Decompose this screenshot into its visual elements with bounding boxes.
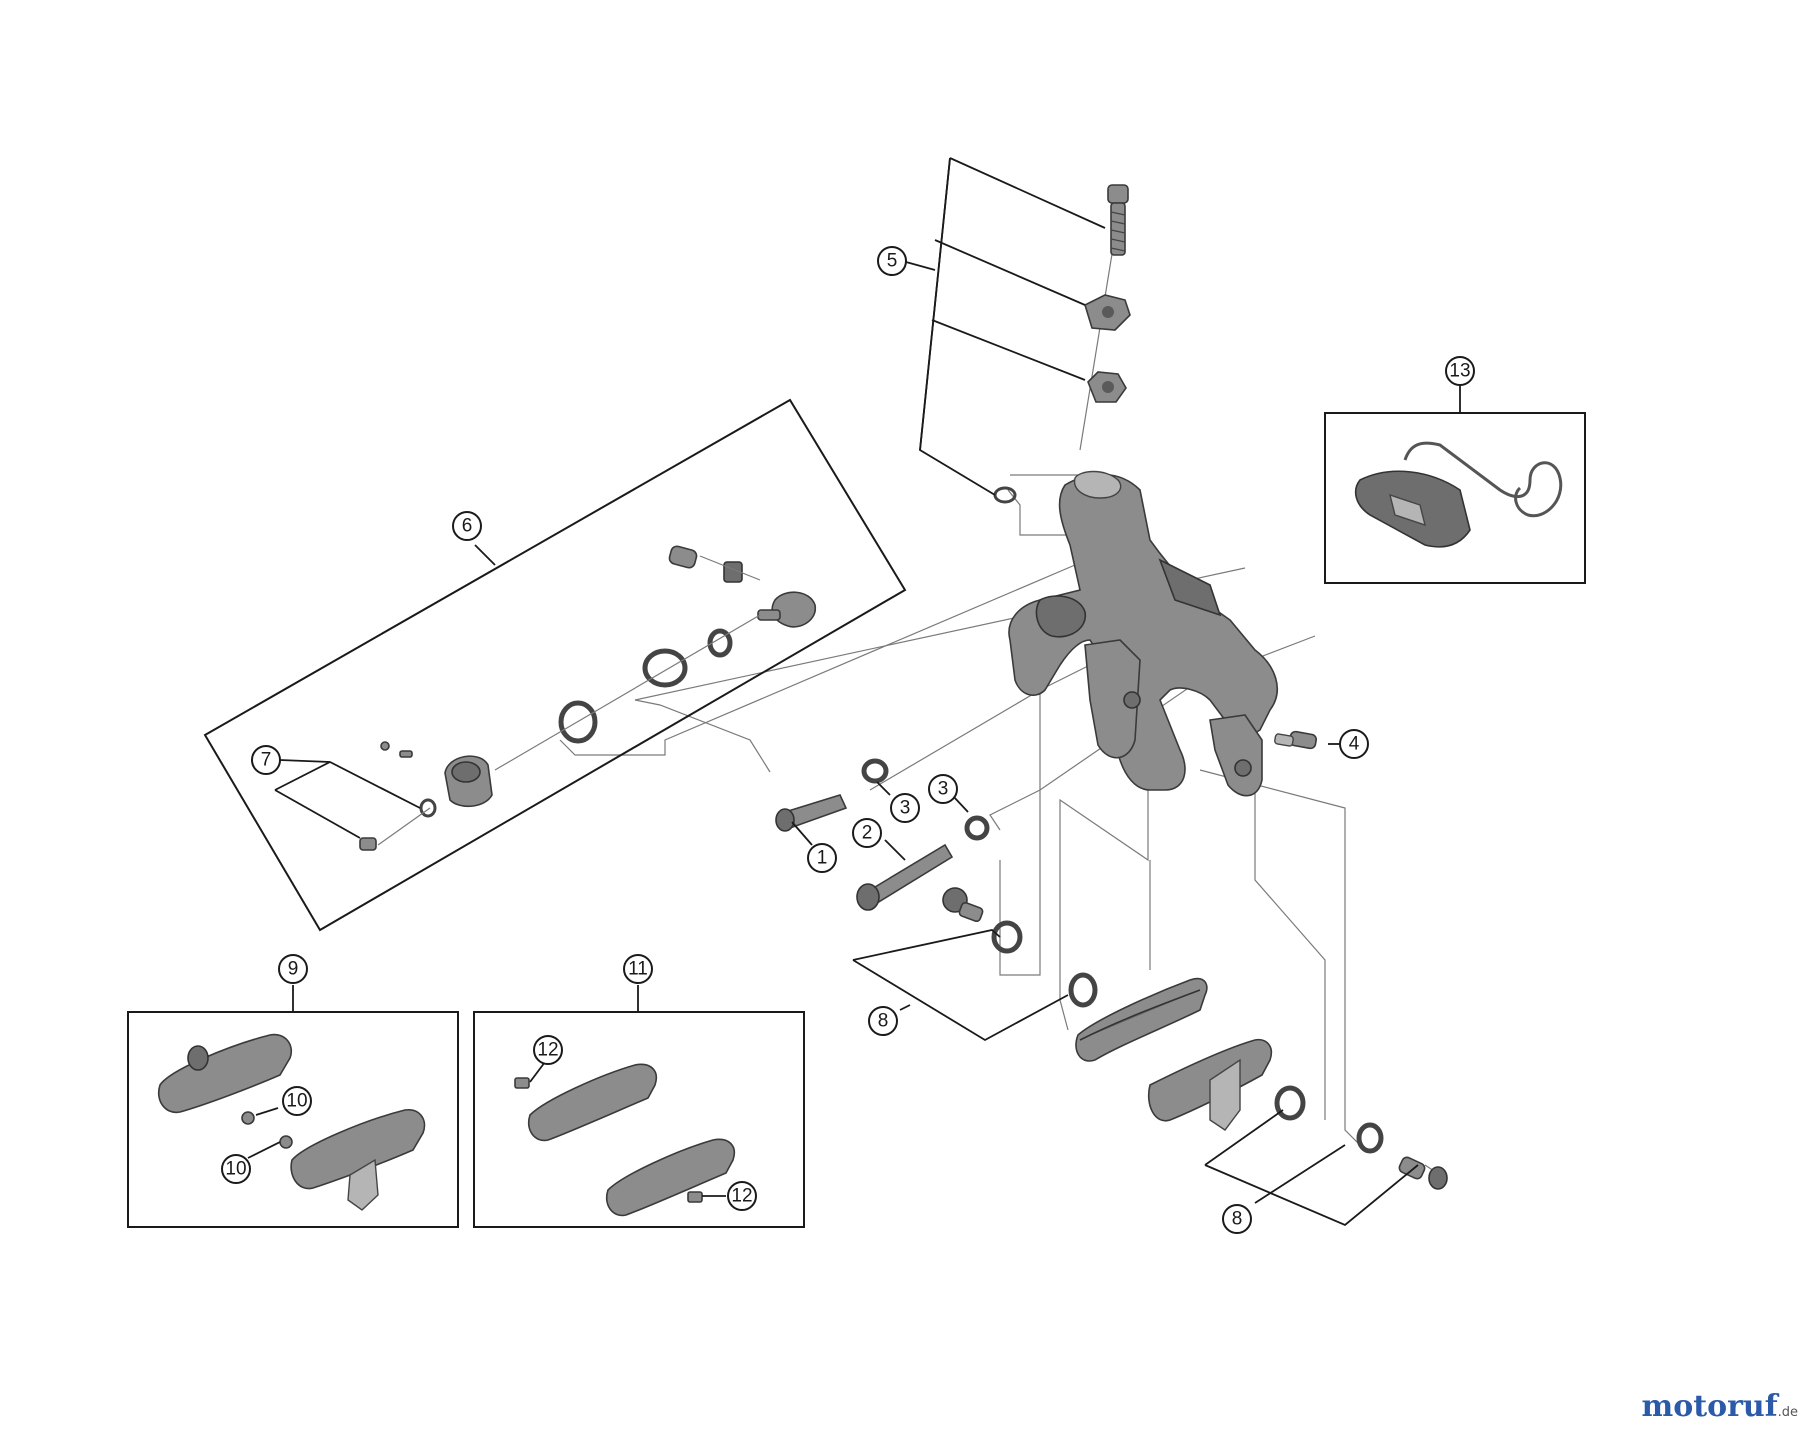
svg-text:5: 5 (887, 251, 898, 272)
svg-text:6: 6 (462, 516, 473, 537)
pivot-bolt-1 (775, 794, 848, 832)
star-washer (1084, 294, 1131, 331)
callout-12b: 12 (727, 1181, 757, 1211)
callout-4: 4 (1339, 729, 1369, 759)
box-6-adjuster-assembly (203, 398, 907, 932)
brake-shoe-rear (1148, 1038, 1273, 1131)
box-11-brake-pad-inserts (473, 1011, 805, 1228)
box-13-spring-and-bracket (1324, 412, 1586, 584)
washer-3b (964, 815, 990, 841)
svg-text:3: 3 (938, 779, 949, 800)
callout-11: 11 (623, 954, 653, 984)
brake-caliper-arch (1008, 470, 1279, 797)
svg-text:12: 12 (537, 1040, 558, 1061)
callout-9: 9 (278, 954, 308, 984)
callout-5: 5 (877, 246, 907, 276)
svg-text:2: 2 (862, 823, 873, 844)
center-mount-bolt (1107, 184, 1129, 256)
svg-text:1: 1 (817, 848, 828, 869)
svg-text:10: 10 (225, 1159, 246, 1180)
svg-text:8: 8 (878, 1011, 889, 1032)
watermark-logo: motoruf.de (1641, 1389, 1798, 1424)
callout-10a: 10 (282, 1086, 312, 1116)
callout-leaders (274, 157, 1461, 1227)
assembly-guide-lines (559, 204, 1441, 1176)
callout-8a: 8 (868, 1006, 898, 1036)
pad-fixing-hardware-right (1274, 1085, 1448, 1190)
svg-text:4: 4 (1349, 734, 1360, 755)
brake-shoe-front (1075, 977, 1208, 1062)
callout-8b: 8 (1222, 1204, 1252, 1234)
callout-12a: 12 (533, 1035, 563, 1065)
svg-text:8: 8 (1232, 1209, 1243, 1230)
watermark-tld: .de (1777, 1405, 1798, 1420)
watermark-brand: motoruf (1641, 1389, 1778, 1424)
callout-1: 1 (807, 843, 837, 873)
svg-text:13: 13 (1449, 361, 1470, 382)
callout-3b: 3 (928, 774, 958, 804)
svg-text:9: 9 (288, 959, 299, 980)
svg-text:11: 11 (628, 959, 648, 980)
callout-10b: 10 (221, 1154, 251, 1184)
pad-fixing-bolt-left (942, 887, 1098, 1008)
concave-nut (1087, 371, 1127, 403)
callout-2: 2 (852, 818, 882, 848)
mounting-bolt-right (1274, 730, 1318, 750)
callout-13: 13 (1445, 356, 1475, 386)
svg-text:3: 3 (900, 798, 911, 819)
washer-3a (861, 758, 889, 784)
svg-text:7: 7 (261, 750, 272, 771)
pivot-bolt-2 (856, 843, 954, 911)
svg-text:10: 10 (286, 1091, 307, 1112)
svg-text:12: 12 (731, 1186, 752, 1207)
callout-3a: 3 (890, 793, 920, 823)
box-9-brake-shoe-set (127, 1011, 459, 1228)
callout-6: 6 (452, 511, 482, 541)
callout-7: 7 (251, 745, 281, 775)
